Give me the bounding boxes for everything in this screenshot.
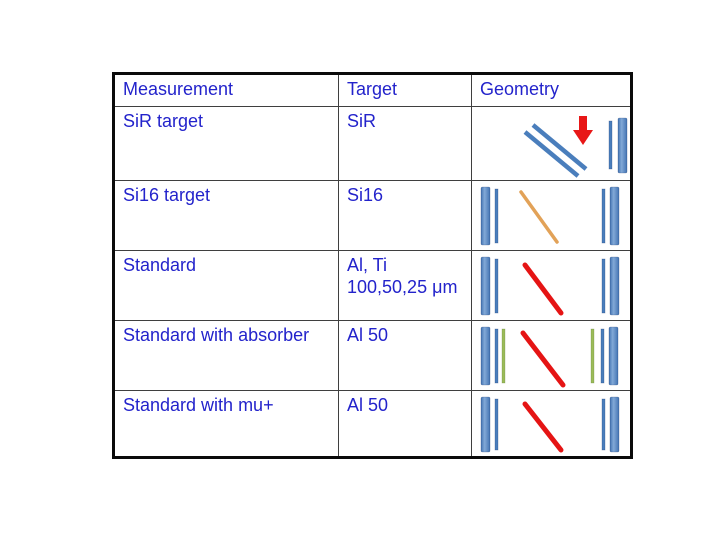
tilted-target-line-icon: [520, 330, 565, 388]
table-row: Si16 target Si16: [113, 180, 632, 251]
cell-measurement: SiR target: [113, 106, 339, 181]
thick-detector-bar: [480, 396, 490, 453]
thin-detector-bar: [608, 120, 612, 170]
exit-detector-bars-icon: [601, 186, 619, 246]
thin-detector-bar: [494, 188, 498, 244]
table-row: SiR target SiR: [113, 106, 632, 181]
exit-detector-bars-icon: [601, 396, 619, 453]
measurement-table: Measurement Target Geometry SiR target S…: [112, 72, 633, 459]
tilted-target-strip: [523, 130, 579, 178]
thick-detector-bar: [608, 326, 618, 386]
header-cell-geometry: Geometry: [471, 73, 632, 107]
table-row: Standard with absorber Al 50: [113, 320, 632, 391]
cell-geometry: [471, 320, 632, 391]
cell-target: Al 50: [338, 390, 472, 458]
cell-geometry: [471, 180, 632, 251]
thick-detector-bar: [617, 117, 627, 174]
thin-detector-bar: [494, 258, 498, 314]
entrance-detector-bars-icon: [480, 396, 498, 453]
table-row: Standard Al, Ti 100,50,25 μm: [113, 250, 632, 321]
thin-detector-bar: [494, 398, 498, 451]
tilted-target-icon: [523, 123, 587, 178]
geometry-diagram-absorber: [480, 326, 618, 388]
geometry-diagram-standard: [480, 256, 619, 316]
tilted-target-line-icon: [522, 401, 563, 453]
thin-detector-bar: [601, 258, 605, 314]
target-line-1: Al, Ti: [347, 255, 388, 275]
cell-geometry: [471, 390, 632, 458]
tilted-target-line-icon: [518, 190, 559, 244]
cell-measurement: Si16 target: [113, 180, 339, 251]
geometry-diagram-mu: [480, 396, 619, 453]
tilted-target-strip: [531, 123, 587, 171]
thick-detector-bar: [609, 396, 619, 453]
cell-geometry: [471, 250, 632, 321]
exit-detector-bars-icon: [590, 326, 618, 386]
entrance-detector-bars-icon: [480, 256, 498, 316]
beam-arrow-icon: [572, 116, 593, 145]
thick-detector-bar: [480, 186, 490, 246]
geometry-diagram-si16: [480, 186, 619, 246]
thick-detector-bar: [609, 186, 619, 246]
cell-target: SiR: [338, 106, 472, 181]
exit-detector-bars-icon: [608, 117, 627, 174]
cell-target: Al 50: [338, 320, 472, 391]
entrance-detector-bars-icon: [480, 326, 505, 386]
thick-detector-bar: [480, 326, 490, 386]
thin-detector-bar: [601, 398, 605, 451]
cell-measurement: Standard with absorber: [113, 320, 339, 391]
thick-detector-bar: [480, 256, 490, 316]
cell-measurement: Standard with mu+: [113, 390, 339, 458]
tilted-target-line-icon: [522, 262, 563, 316]
thin-detector-bar: [600, 328, 604, 384]
thick-detector-bar: [609, 256, 619, 316]
cell-geometry: [471, 106, 632, 181]
thin-detector-bar: [601, 188, 605, 244]
absorber-bar-icon: [501, 328, 505, 384]
thin-detector-bar: [494, 328, 498, 384]
cell-target: Al, Ti 100,50,25 μm: [338, 250, 472, 321]
header-cell-target: Target: [338, 73, 472, 107]
cell-target: Si16: [338, 180, 472, 251]
exit-detector-bars-icon: [601, 256, 619, 316]
target-line-2: 100,50,25 μm: [347, 276, 458, 297]
table-header-row: Measurement Target Geometry: [113, 73, 632, 107]
entrance-detector-bars-icon: [480, 186, 498, 246]
geometry-diagram-sir: [523, 116, 627, 178]
absorber-bar-icon: [590, 328, 594, 384]
header-cell-measurement: Measurement: [113, 73, 339, 107]
table-row: Standard with mu+ Al 50: [113, 390, 632, 458]
cell-measurement: Standard: [113, 250, 339, 321]
